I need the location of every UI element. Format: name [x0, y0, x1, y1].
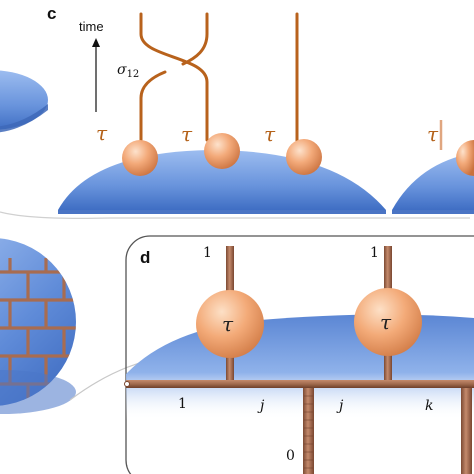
anyon-ball [122, 140, 158, 176]
panel-c-disk-right-rim [392, 210, 474, 214]
top-leg [384, 246, 392, 298]
tau-sphere-label: τ [222, 312, 234, 336]
anyon-label: τ [96, 121, 108, 145]
panel-d-label: d [140, 248, 150, 267]
panel-connector-top [0, 211, 470, 219]
bottom-leg-texture [304, 395, 313, 469]
panel-c-label: c [47, 4, 56, 23]
panel-c-disk-rim [58, 210, 386, 214]
braid-strand-b-lower [139, 70, 167, 142]
bond-label: j [257, 398, 265, 414]
anyon-ball [286, 139, 322, 175]
anyon-ball-edge [456, 140, 474, 176]
top-leg-label: 1 [370, 245, 379, 261]
braid-strand-b-upper [181, 12, 209, 66]
anyon-label: τ [181, 122, 193, 146]
braid-operator-label: σ12 [117, 62, 139, 80]
left-disk-rim [0, 104, 48, 133]
top-leg [226, 246, 234, 298]
bond-label: j [336, 398, 344, 414]
panel-c-disk-right [392, 153, 474, 210]
left-sphere-fragment [0, 238, 76, 406]
stem-leg [384, 352, 392, 382]
horizontal-bond [126, 380, 474, 388]
braid-strand-a [139, 12, 209, 142]
time-axis-arrowhead [92, 38, 100, 47]
top-leg-label: 1 [203, 245, 212, 261]
bond-label: 1 [178, 396, 187, 412]
anyon-label: τ [264, 122, 276, 146]
anyon-ball [204, 133, 240, 169]
bottom-leg-label: 0 [286, 448, 295, 464]
bottom-leg [303, 388, 314, 474]
panel-d-frame [125, 235, 474, 474]
braid-strands [139, 12, 299, 144]
tau-sphere-label: τ [380, 310, 392, 334]
anyon-label: τ [427, 122, 439, 146]
bond-label: k [425, 398, 433, 414]
left-sphere-base [0, 370, 76, 414]
tau-sphere [196, 290, 264, 358]
bond-end [124, 381, 130, 387]
bottom-leg [461, 388, 472, 474]
stem-leg [226, 352, 234, 382]
time-axis-label: time [79, 19, 104, 34]
tau-sphere [354, 288, 422, 356]
